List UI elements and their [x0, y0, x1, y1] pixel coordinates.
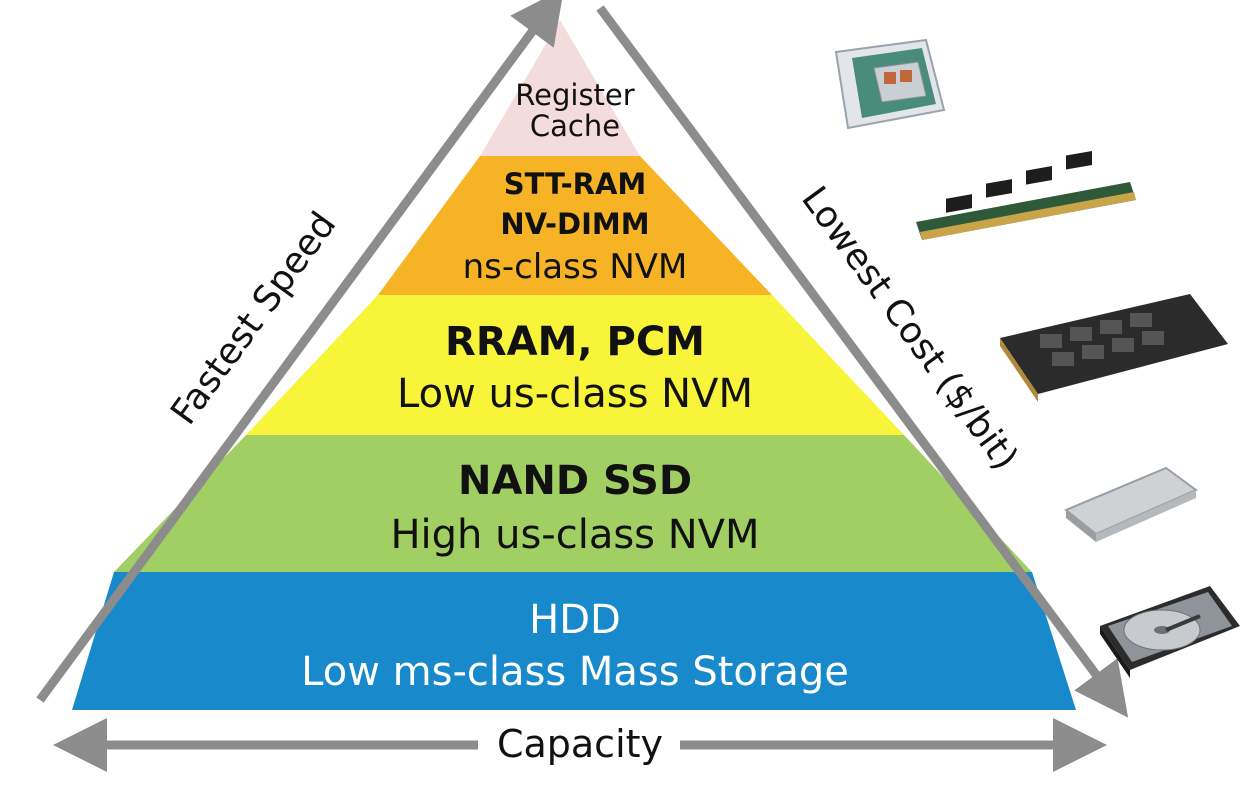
tier-high-us-class-nvm-line-2: High us-class NVM	[390, 512, 760, 558]
tier-band-ns-class-nvm	[378, 156, 772, 295]
capacity-axis-label: Capacity	[496, 722, 664, 766]
tier-register-cache-line-2: Cache	[529, 109, 621, 144]
tier-mass-storage-line-2: Low ms-class Mass Storage	[301, 649, 849, 695]
tier-band-register-cache	[480, 20, 640, 156]
tier-mass-storage-line-1: HDD	[529, 597, 621, 643]
tier-ns-class-nvm-line-1: STT-RAM	[503, 167, 647, 201]
tier-mass-storage: HDD Low ms-class Mass Storage	[0, 594, 1150, 698]
tier-low-us-class-nvm-line-2: Low us-class NVM	[397, 371, 753, 417]
tier-band-high-us-class-nvm	[114, 435, 1032, 572]
ssd-drive-icon	[1064, 466, 1198, 542]
tier-ns-class-nvm-line-3: ns-class NVM	[462, 247, 688, 287]
tier-band-low-us-class-nvm	[246, 295, 904, 435]
tier-band-mass-storage	[72, 572, 1076, 710]
cpu-chip-icon	[834, 38, 946, 130]
tier-ns-class-nvm: STT-RAM NV-DIMM ns-class NVM	[0, 164, 1150, 290]
tier-ns-class-nvm-line-2: NV-DIMM	[500, 207, 650, 241]
tier-high-us-class-nvm-line-1: NAND SSD	[457, 458, 693, 504]
tier-register-cache-line-1: Register	[515, 78, 635, 112]
hdd-drive-icon	[1100, 586, 1240, 678]
nvm-board-icon	[1000, 294, 1228, 402]
tier-low-us-class-nvm: RRAM, PCM Low us-class NVM	[0, 316, 1150, 420]
tier-high-us-class-nvm: NAND SSD High us-class NVM	[0, 454, 1150, 562]
speed-arrow	[36, 0, 565, 703]
tier-low-us-class-nvm-line-1: RRAM, PCM	[445, 319, 705, 365]
dimm-module-icon	[916, 150, 1136, 240]
cost-arrow	[596, 5, 1129, 718]
tier-register-cache: Register Cache	[0, 78, 1150, 144]
